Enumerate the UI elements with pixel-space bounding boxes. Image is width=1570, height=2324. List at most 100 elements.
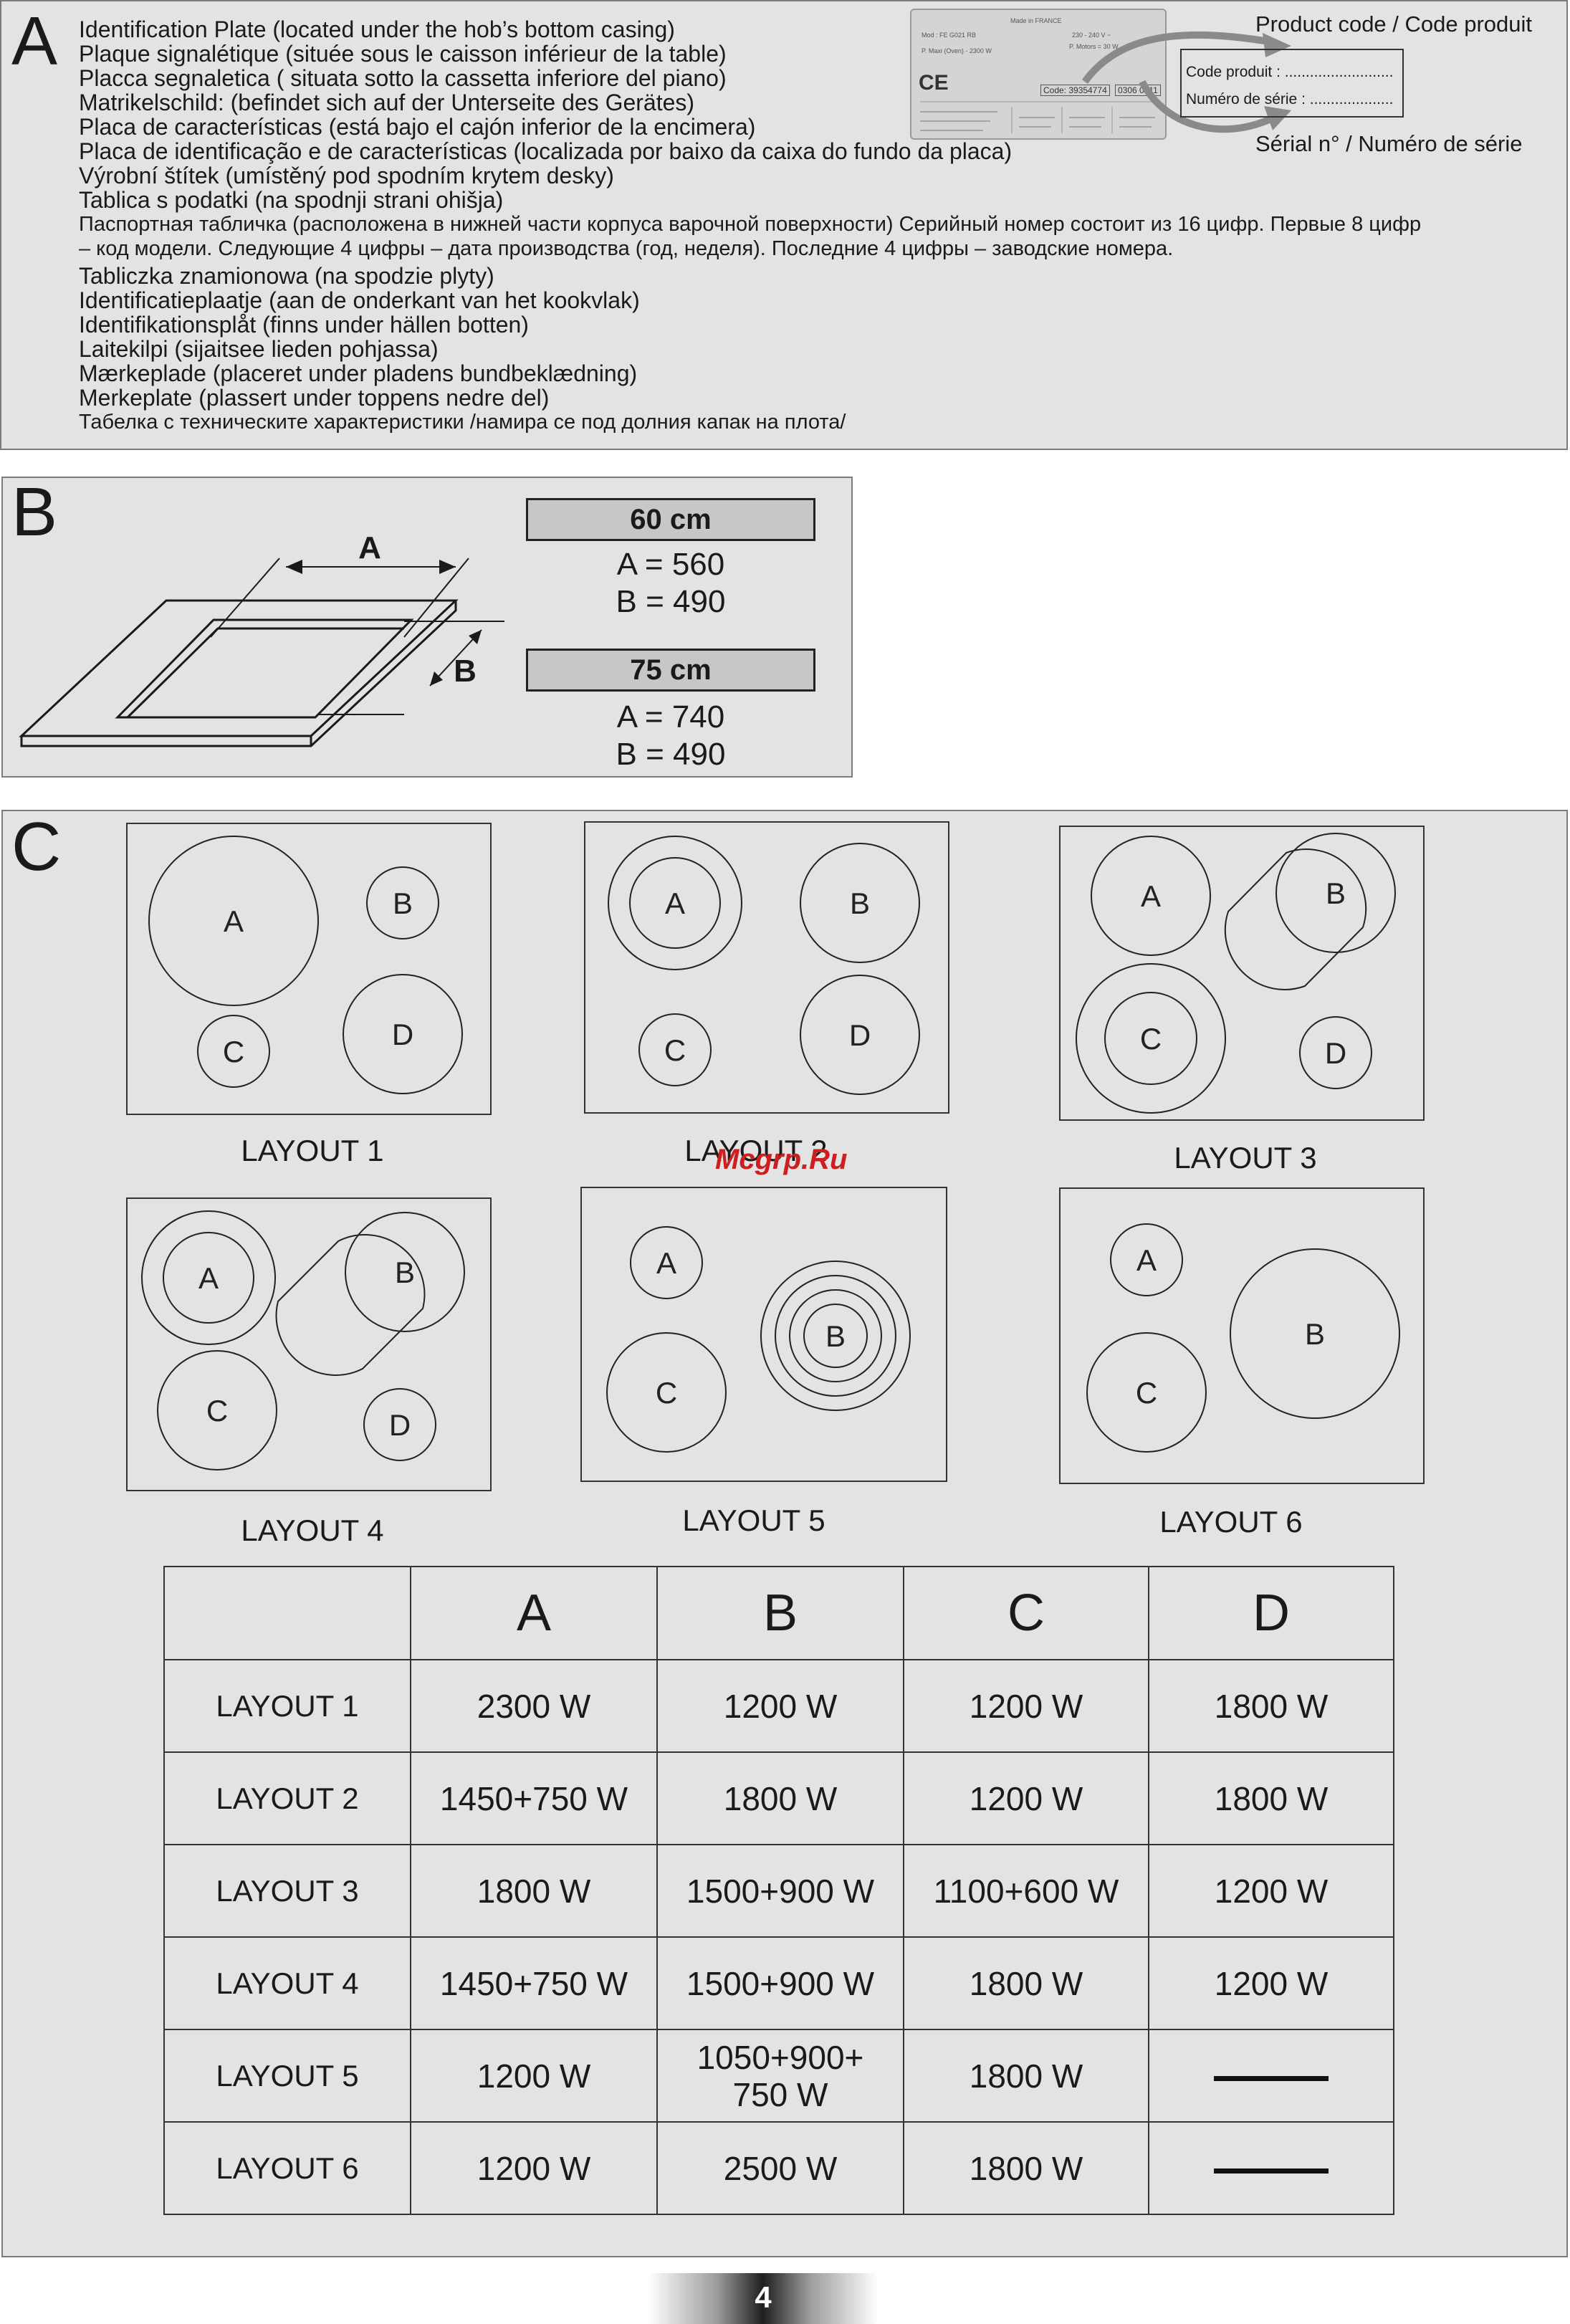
- row-label: LAYOUT 4: [163, 1936, 411, 2030]
- lang-line: Identificatieplaatje (aan de onderkant v…: [79, 287, 640, 313]
- cutout-dimensions-section: B A B 60 cm A = 560 B = 490 75 cm A = 7: [1, 477, 853, 778]
- lang-line-russian: Паспортная табличка (расположена в нижне…: [79, 213, 1422, 236]
- size-60cm-b-value: B = 490: [616, 584, 726, 619]
- power-cell-c: 1100+600 W: [903, 1844, 1149, 1938]
- worktop-cutout-diagram: A B: [19, 530, 504, 747]
- zone-c-label: C: [223, 1035, 244, 1068]
- lang-line: Laitekilpi (sijaitsee lieden pohjassa): [79, 336, 439, 362]
- power-cell-a: 1450+750 W: [410, 1751, 658, 1845]
- power-cell-b: 1050+900+ 750 W: [656, 2029, 904, 2123]
- zone-d-label: D: [392, 1018, 413, 1051]
- power-cell-c: 1200 W: [903, 1659, 1149, 1753]
- lang-line: Placa de identificação e de característi…: [79, 138, 1013, 164]
- identification-plate-section: A Identification Plate (located under th…: [0, 0, 1568, 450]
- header-cell-empty: [163, 1566, 411, 1660]
- power-cell-b-line-2: 750 W: [732, 2075, 828, 2113]
- zone-a-label: A: [1141, 879, 1161, 913]
- layout-2-title: LAYOUT 2: [684, 1134, 828, 1167]
- zone-d-label: D: [849, 1018, 871, 1052]
- section-letter-a: A: [11, 3, 58, 80]
- power-cell-d: 1200 W: [1148, 1936, 1394, 2030]
- layout-4-zones: A B C D: [141, 1210, 465, 1471]
- header-cell-c: C: [903, 1566, 1149, 1660]
- zone-c-label: C: [1140, 1022, 1162, 1056]
- layout-4-title: LAYOUT 4: [241, 1514, 384, 1547]
- table-row: LAYOUT 4 1450+750 W 1500+900 W 1800 W 12…: [163, 1936, 1394, 2030]
- table-row: LAYOUT 1 2300 W 1200 W 1200 W 1800 W: [163, 1659, 1394, 1753]
- power-cell-a: 1200 W: [410, 2029, 658, 2123]
- layout-2-diagram: A B C D: [584, 821, 949, 1114]
- power-cell-d-empty: [1148, 2121, 1394, 2215]
- lang-line: Výrobní štítek (umístěný pod spodním kry…: [79, 163, 614, 188]
- lang-line: Mærkeplade (placeret under pladens bundb…: [79, 360, 638, 386]
- dimension-a-label: A: [358, 530, 381, 565]
- zone-c-label: C: [206, 1394, 228, 1428]
- row-label: LAYOUT 3: [163, 1844, 411, 1938]
- layout-3-zones: A B C D: [1076, 833, 1396, 1114]
- power-cell-b: 2500 W: [656, 2121, 904, 2215]
- section-letter-c: C: [11, 808, 62, 885]
- power-cell-a: 1200 W: [410, 2121, 658, 2215]
- product-code-frame: Code produit : .........................…: [1180, 49, 1404, 118]
- row-label: LAYOUT 2: [163, 1751, 411, 1845]
- layout-2-zones: A B C D: [608, 836, 920, 1095]
- layout-5-diagram: A B C: [580, 1187, 947, 1482]
- power-cell-b: 1200 W: [656, 1659, 904, 1753]
- power-cell-d: 1200 W: [1148, 1844, 1394, 1938]
- zone-a-label: A: [656, 1246, 676, 1280]
- power-cell-c: 1800 W: [903, 1936, 1149, 2030]
- header-cell-b: B: [656, 1566, 904, 1660]
- identification-plate-descriptions: Identification Plate (located under the …: [79, 17, 1483, 434]
- not-applicable-dash: [1214, 2168, 1329, 2174]
- zone-b-label: B: [850, 886, 870, 920]
- zone-a-label: A: [1136, 1243, 1157, 1277]
- zone-b-label: B: [1305, 1317, 1325, 1351]
- product-code-title: Product code / Code produit: [1255, 11, 1533, 37]
- code-produit-label: Code produit : .........................…: [1186, 64, 1394, 80]
- power-table-header-row: A B C D: [163, 1566, 1394, 1660]
- zone-c-label: C: [664, 1033, 686, 1067]
- power-cell-d-empty: [1148, 2029, 1394, 2123]
- zone-a-label: A: [665, 886, 685, 920]
- row-label: LAYOUT 5: [163, 2029, 411, 2123]
- power-table: A B C D LAYOUT 1 2300 W 1200 W 1200 W 18…: [163, 1566, 1394, 2215]
- table-row: LAYOUT 3 1800 W 1500+900 W 1100+600 W 12…: [163, 1844, 1394, 1938]
- table-row: LAYOUT 6 1200 W 2500 W 1800 W: [163, 2121, 1394, 2215]
- zone-c-label: C: [656, 1376, 677, 1410]
- lang-line-russian: – код модели. Следующие 4 цифры – дата п…: [79, 237, 1174, 260]
- row-label: LAYOUT 1: [163, 1659, 411, 1753]
- zone-b-label: B: [393, 886, 413, 920]
- lang-line: Matrikelschild: (befindet sich auf der U…: [79, 90, 695, 115]
- size-60cm-header: 60 cm: [526, 498, 815, 541]
- zone-d-label: D: [389, 1408, 411, 1442]
- layout-5-zones: A B C: [606, 1226, 911, 1453]
- lang-line: Merkeplate (plassert under toppens nedre…: [79, 385, 550, 411]
- plate-detail-lines: [920, 101, 1155, 133]
- rating-plate-image: Made in FRANCE Mod : FE G021 RB 230 - 24…: [910, 9, 1167, 140]
- table-row: LAYOUT 5 1200 W 1050+900+ 750 W 1800 W: [163, 2029, 1394, 2123]
- power-cell-b: 1500+900 W: [656, 1936, 904, 2030]
- zone-a-label: A: [198, 1261, 219, 1295]
- power-cell-b-line-1: 1050+900+: [697, 2038, 864, 2076]
- lang-line: Placca segnaletica ( situata sotto la ca…: [79, 65, 727, 91]
- power-cell-a: 1800 W: [410, 1844, 658, 1938]
- power-cell-a: 1450+750 W: [410, 1936, 658, 2030]
- layout-6-title: LAYOUT 6: [1159, 1505, 1303, 1539]
- ce-mark-icon: CE: [919, 71, 949, 95]
- power-cell-d: 1800 W: [1148, 1751, 1394, 1845]
- size-75cm-a-value: A = 740: [616, 699, 725, 735]
- plate-model: Mod : FE G021 RB: [922, 32, 977, 39]
- page-number: 4: [755, 2280, 772, 2314]
- section-letter-b: B: [11, 474, 58, 550]
- page-number-tab: 4: [648, 2273, 878, 2324]
- not-applicable-dash: [1214, 2075, 1329, 2081]
- numero-serie-label: Numéro de série : ....................: [1186, 91, 1394, 107]
- power-cell-a: 2300 W: [410, 1659, 658, 1753]
- zone-a-label: A: [224, 904, 244, 938]
- zone-b-label: B: [395, 1256, 415, 1289]
- plate-max-power: P. Maxi (Oven) - 2300 W: [922, 47, 992, 54]
- lang-line: Табелка с техническите характеристики /н…: [79, 411, 846, 434]
- power-cell-c: 1800 W: [903, 2121, 1149, 2215]
- layout-6-zones: A B C: [1086, 1223, 1400, 1453]
- zone-c-label: C: [1136, 1376, 1157, 1410]
